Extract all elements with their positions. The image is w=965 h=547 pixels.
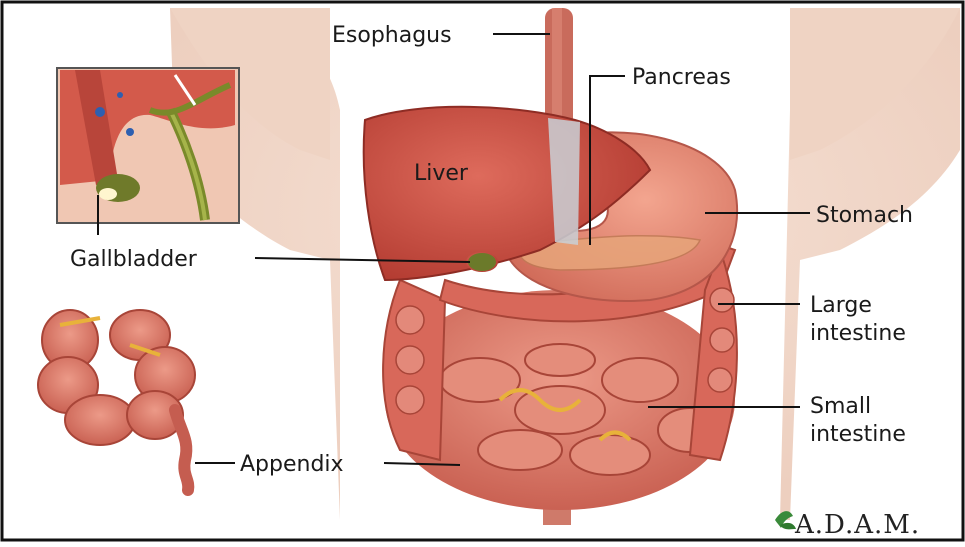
label-esophagus: Esophagus [332, 23, 452, 48]
label-large-intestine-line1: Large [810, 293, 872, 318]
label-stomach: Stomach [816, 203, 913, 228]
label-appendix: Appendix [240, 452, 344, 477]
label-small-intestine-line2: intestine [810, 422, 906, 447]
logo-text: A.D.A.M. [794, 510, 920, 540]
label-liver: Liver [414, 161, 469, 186]
adam-logo: A.D.A.M. [775, 510, 920, 540]
label-large-intestine-line2: intestine [810, 321, 906, 346]
label-gallbladder: Gallbladder [70, 247, 198, 272]
label-pancreas: Pancreas [632, 65, 731, 90]
label-small-intestine-line1: Small [810, 394, 871, 419]
gallbladder-inset [57, 68, 239, 223]
